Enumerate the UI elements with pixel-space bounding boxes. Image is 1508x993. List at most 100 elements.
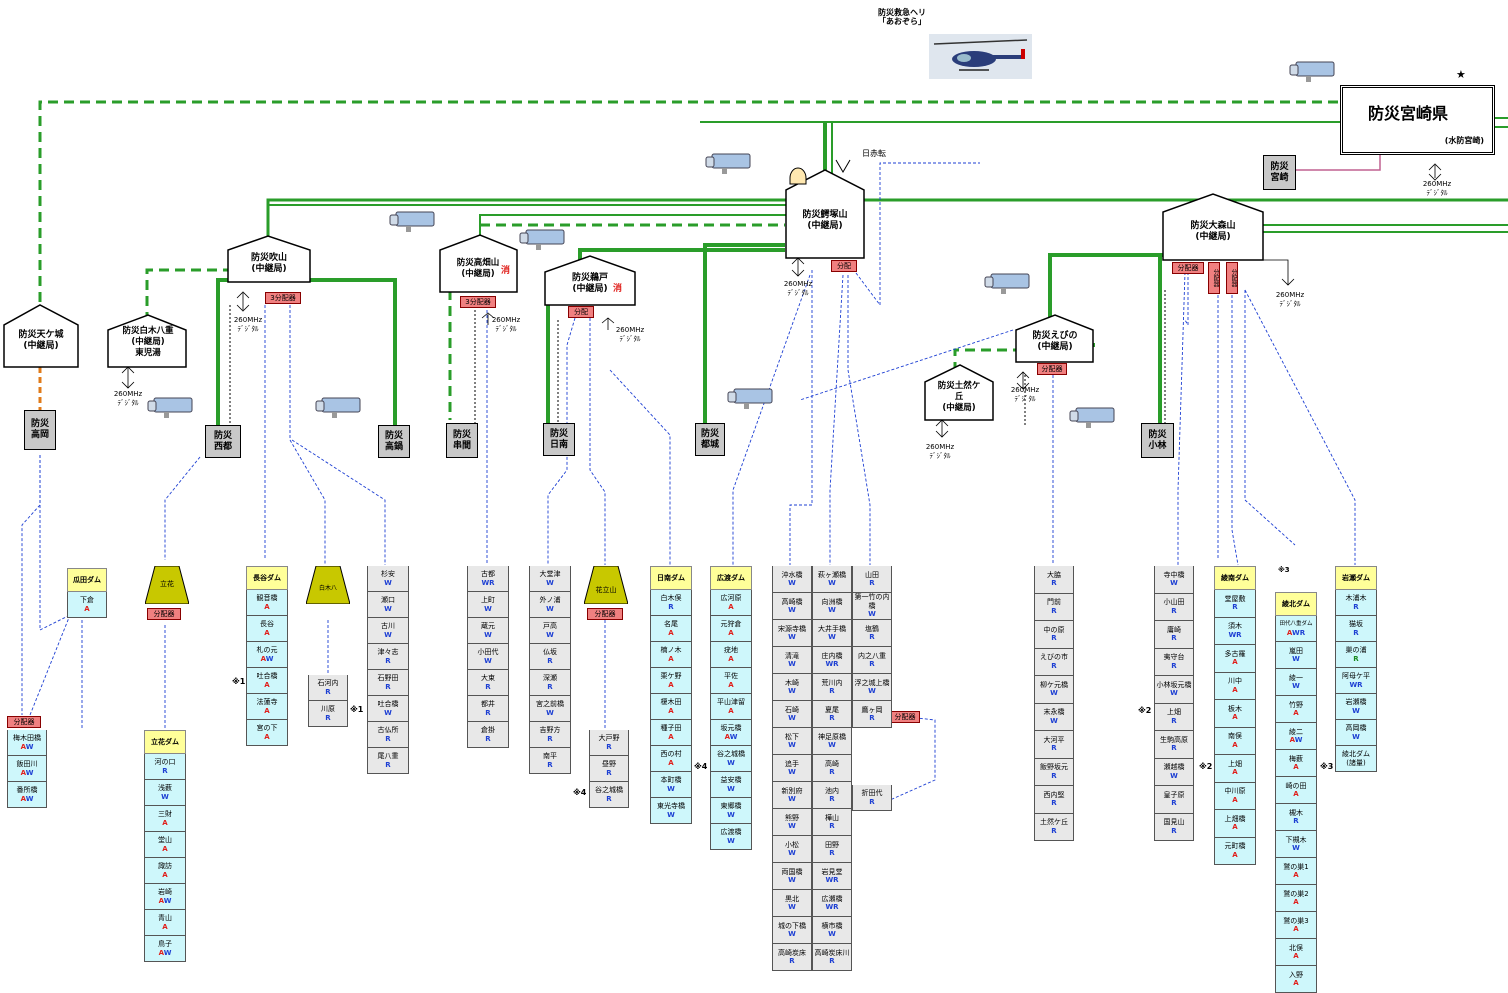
station-name: 高崎 — [813, 760, 851, 769]
station-name: 観音橋 — [247, 594, 287, 603]
sensor-code: R — [1035, 634, 1073, 643]
station-cell: 夷守台R — [1154, 649, 1194, 677]
station-column: 岩瀬ダム木浦木R猫坂R巣の浦R阿母ケ平WR岩瀬橋W高岡橋W綾北ダム (諸量) — [1335, 566, 1377, 772]
divider-fukiyama: 3分配器 — [265, 292, 301, 304]
sensor-code: AW — [145, 949, 185, 958]
station-name: 長谷 — [247, 620, 287, 629]
station-name: 木浦木 — [1336, 594, 1376, 603]
station-cell: 両国橋W — [772, 863, 812, 890]
dam-header: 立花ダム — [144, 730, 186, 754]
station-name: 大脇 — [1035, 571, 1073, 580]
station-name: 浅薮 — [145, 784, 185, 793]
station-cell: 宋源寺橋W — [772, 620, 812, 647]
sensor-code: W — [773, 633, 811, 642]
station-cell: 南平R — [529, 748, 571, 774]
sensor-code: WR — [813, 876, 851, 885]
sensor-code: R — [1155, 717, 1193, 726]
sensor-code: R — [1035, 744, 1073, 753]
station-name: 横市橋 — [813, 922, 851, 931]
station-name: 平佐 — [711, 672, 751, 681]
note-2: ※2 — [1199, 762, 1212, 771]
station-name: 鷲の巣1 — [1276, 863, 1316, 872]
station-name: 内之八重 — [853, 652, 891, 661]
station-name: 生駒高原 — [1155, 736, 1193, 745]
station-cell: 庸崎R — [1154, 621, 1194, 649]
sensor-code: R — [309, 714, 347, 723]
sensor-code: A — [1215, 823, 1255, 832]
station-name: 夷守台 — [1155, 653, 1193, 662]
station-cell: 生駒高原R — [1154, 731, 1194, 759]
station-name: 益安橋 — [711, 776, 751, 785]
camera-icon — [985, 274, 1029, 294]
sensor-code: A — [247, 707, 287, 716]
station-cell: 岩崎AW — [144, 884, 186, 910]
sensor-code: W — [1276, 655, 1316, 664]
station-cell: 清滝W — [772, 647, 812, 674]
station-cell: 元狩倉A — [710, 616, 752, 642]
station-name: 嵐田 — [1276, 647, 1316, 656]
sensor-code: AW — [8, 795, 46, 804]
radio-label: 260MHzﾃﾞｼﾞﾀﾙ — [1417, 180, 1457, 198]
sensor-code: R — [1155, 634, 1193, 643]
sensor-code: R — [530, 657, 570, 666]
sensor-code: A — [1276, 871, 1316, 880]
station-takaoka: 防災 高岡 — [24, 410, 56, 450]
station-cell: 瀬越橋W — [1154, 759, 1194, 787]
station-name: 池内 — [813, 787, 851, 796]
sensor-code: R — [1336, 655, 1376, 664]
station-cell: 須木WR — [1214, 618, 1256, 646]
sensor-code: A — [1215, 796, 1255, 805]
sensor-code: A — [1276, 979, 1316, 988]
sensor-code: W — [368, 605, 408, 614]
sensor-code: W — [530, 709, 570, 718]
station-cell: 広瀬橋WR — [812, 890, 852, 917]
station-name: 川中 — [1215, 677, 1255, 686]
station-cell: 夏尾R — [812, 701, 852, 728]
station-name: 折田代 — [853, 789, 891, 798]
station-cell: 長谷A — [246, 616, 288, 642]
sensor-code: W — [1276, 844, 1316, 853]
station-cell: 嵐田W — [1275, 642, 1317, 669]
station-name: 吉野方 — [530, 726, 570, 735]
sensor-code: W — [773, 579, 811, 588]
sensor-code: R — [530, 735, 570, 744]
camera-icon — [1070, 408, 1114, 428]
station-cell: 皇子原R — [1154, 786, 1194, 814]
sensor-code: R — [1336, 629, 1376, 638]
station-saito: 防災 西都 — [205, 425, 241, 458]
sensor-code: W — [773, 822, 811, 831]
station-column: 寺中橋W小山田R庸崎R夷守台R小林坂元橋W上畑R生駒高原R瀬越橋W皇子原R国見山… — [1154, 566, 1194, 841]
divider-hanatate: 分配器 — [587, 608, 623, 620]
station-name: 瀬口 — [368, 596, 408, 605]
station-miyazaki: 防災 宮崎 — [1263, 155, 1296, 190]
station-cell: 観音橋A — [246, 590, 288, 616]
sensor-code: R — [853, 714, 891, 723]
station-cell: 尾八重R — [367, 748, 409, 774]
station-column: 折田代R — [852, 785, 892, 811]
station-cell: 木浦木R — [1335, 590, 1377, 616]
trap-tachibana-label: 立花 — [145, 580, 189, 589]
station-cell: 榎木田A — [650, 694, 692, 720]
dam-subheader: 田代八重ダムAWR — [1275, 616, 1317, 642]
station-cell: 崎の田A — [1275, 777, 1317, 804]
station-cell: 石野田R — [367, 670, 409, 696]
sensor-code: A — [145, 819, 185, 828]
station-name: 入野 — [1276, 971, 1316, 980]
station-cell: 上畑R — [1154, 704, 1194, 732]
station-name: 小林坂元橋 — [1155, 681, 1193, 690]
station-cell: 上町W — [467, 592, 509, 618]
camera-icon — [728, 389, 772, 409]
station-name: 鷲の巣2 — [1276, 890, 1316, 899]
station-name: 阿母ケ平 — [1336, 672, 1376, 681]
station-column: 瓜田ダム下倉A — [67, 568, 107, 618]
sensor-code: A — [1215, 686, 1255, 695]
sensor-code: R — [853, 579, 891, 588]
station-name: 上畑 — [1155, 708, 1193, 717]
station-cell: 高崎炭床R — [772, 944, 812, 971]
station-cell: 入野A — [1275, 966, 1317, 993]
